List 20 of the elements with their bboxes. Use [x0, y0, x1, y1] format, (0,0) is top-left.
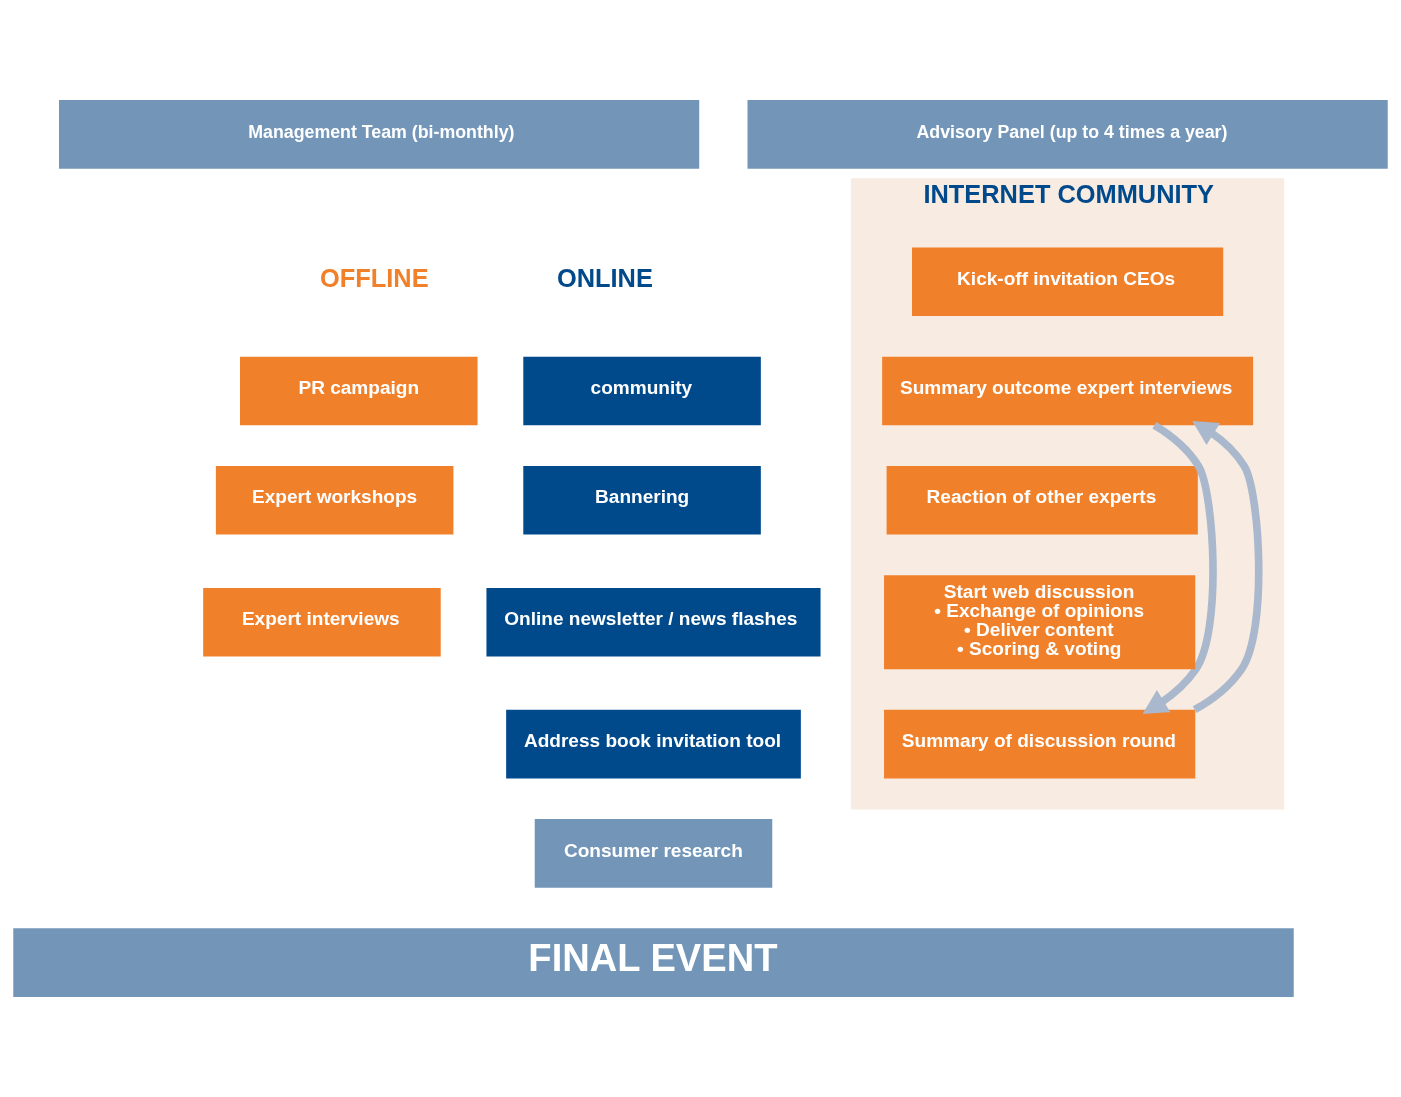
label: ONLINE — [556, 263, 653, 292]
node-box: Consumer research — [534, 819, 773, 888]
node-box: Summary outcome expert interviews — [882, 356, 1254, 426]
node-box: Kick-off invitation CEOs — [912, 247, 1224, 317]
label: OFFLINE — [320, 263, 429, 292]
node-box: Online newsletter / news flashes — [486, 587, 821, 657]
node-box: community — [523, 356, 761, 426]
node-box: Advisory Panel (up to 4 times a year) — [747, 100, 1388, 169]
node-box: Bannering — [523, 465, 761, 535]
arrow — [1142, 422, 1217, 714]
node-box: Management Team (bi-monthly) — [59, 100, 700, 169]
node-box: FINAL EVENT — [13, 928, 1294, 997]
node-box: Summary of discussion round — [884, 709, 1196, 779]
node-box: Reaction of other experts — [886, 465, 1198, 535]
node-box: Expert interviews — [203, 587, 441, 657]
node-box: Start web discussion • Exchange of opinions • Deliver content • Scoring & voting — [884, 575, 1196, 670]
node-box: Address book invitation tool — [506, 709, 801, 779]
arrow — [1192, 421, 1263, 714]
node-box: Expert workshops — [215, 465, 454, 535]
node-box: PR campaign — [240, 356, 478, 426]
